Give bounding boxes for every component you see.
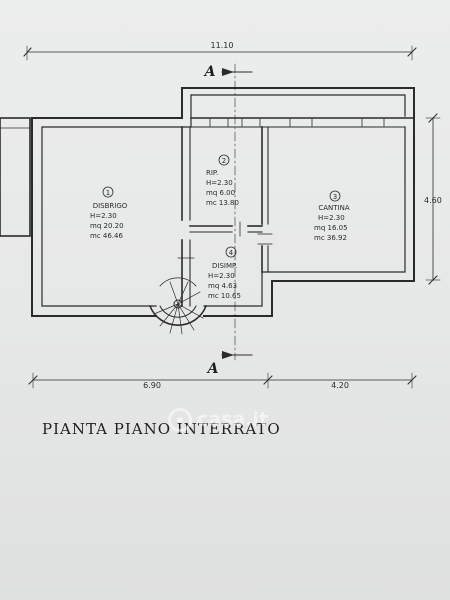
- room-disimp: 4 DISIMP. H=2.30 mq 4.63 mc 10.65: [208, 249, 241, 300]
- room-number-circle: [225, 246, 237, 258]
- dim-overall-width: 11.10: [211, 41, 234, 50]
- room-rip: 2 RIP. H=2.30 mq 6.00 mc 13.80: [206, 157, 239, 207]
- windows: [209, 118, 385, 127]
- room-volume: mc 36.92: [314, 234, 347, 242]
- room-name: DISBRIGO: [93, 202, 128, 210]
- room-number: 3: [333, 193, 337, 201]
- room-number: 4: [229, 249, 234, 257]
- door-openings: [177, 221, 273, 259]
- section-marker-top: A: [203, 64, 216, 80]
- outer-wall-bottom-right: [203, 115, 415, 317]
- casa-logo-icon: [168, 408, 192, 432]
- room-number: 1: [106, 189, 110, 197]
- room-area: mq 20.20: [90, 222, 124, 230]
- room-volume: mc 46.46: [90, 232, 123, 240]
- plan-title: PIANTA PIANO INTERRATO: [42, 420, 281, 438]
- room-cantina: 3 CANTINA H=2.30 mq 16.05 mc 36.92: [314, 193, 350, 242]
- dim-bottom-left: 6.90: [143, 381, 161, 390]
- room-volume: mc 13.80: [206, 199, 239, 207]
- room-name: DISIMP.: [212, 262, 237, 270]
- watermark-text: casa.it: [197, 408, 269, 431]
- adjacent-structure: [0, 117, 31, 237]
- room-name: CANTINA: [318, 204, 349, 212]
- room-area: mq 4.63: [208, 282, 237, 290]
- room-height: H=2.30: [206, 179, 233, 187]
- room-height: H=2.30: [208, 272, 235, 280]
- spiral-staircase: [148, 277, 208, 335]
- room-number-circle: [329, 190, 341, 202]
- room-name: RIP.: [206, 169, 218, 177]
- room-number: 2: [222, 157, 226, 165]
- room-height: H=2.30: [90, 212, 117, 220]
- room-disbrigo: 1 DISBRIGO H=2.30 mq 20.20 mc 46.46: [90, 189, 128, 240]
- outer-wall-left-inner: [41, 94, 192, 307]
- room-height: H=2.30: [318, 214, 345, 222]
- watermark: casa.it: [168, 408, 268, 432]
- section-arrowheads: [222, 68, 234, 359]
- dim-right-height: 4.60: [424, 196, 442, 205]
- outer-wall-top-right-inner: [190, 94, 406, 117]
- dim-bottom-right: 4.20: [331, 381, 349, 390]
- room-area: mq 16.05: [314, 224, 348, 232]
- room-area: mq 6.00: [206, 189, 235, 197]
- outer-wall-left: [31, 87, 183, 317]
- room-volume: mc 10.65: [208, 292, 241, 300]
- section-marker-bottom: A: [206, 361, 219, 377]
- dim-tick: [23, 47, 32, 57]
- outer-wall-top-right: [181, 87, 415, 117]
- room-number-circle: [102, 186, 114, 198]
- room-number-circle: [218, 154, 230, 166]
